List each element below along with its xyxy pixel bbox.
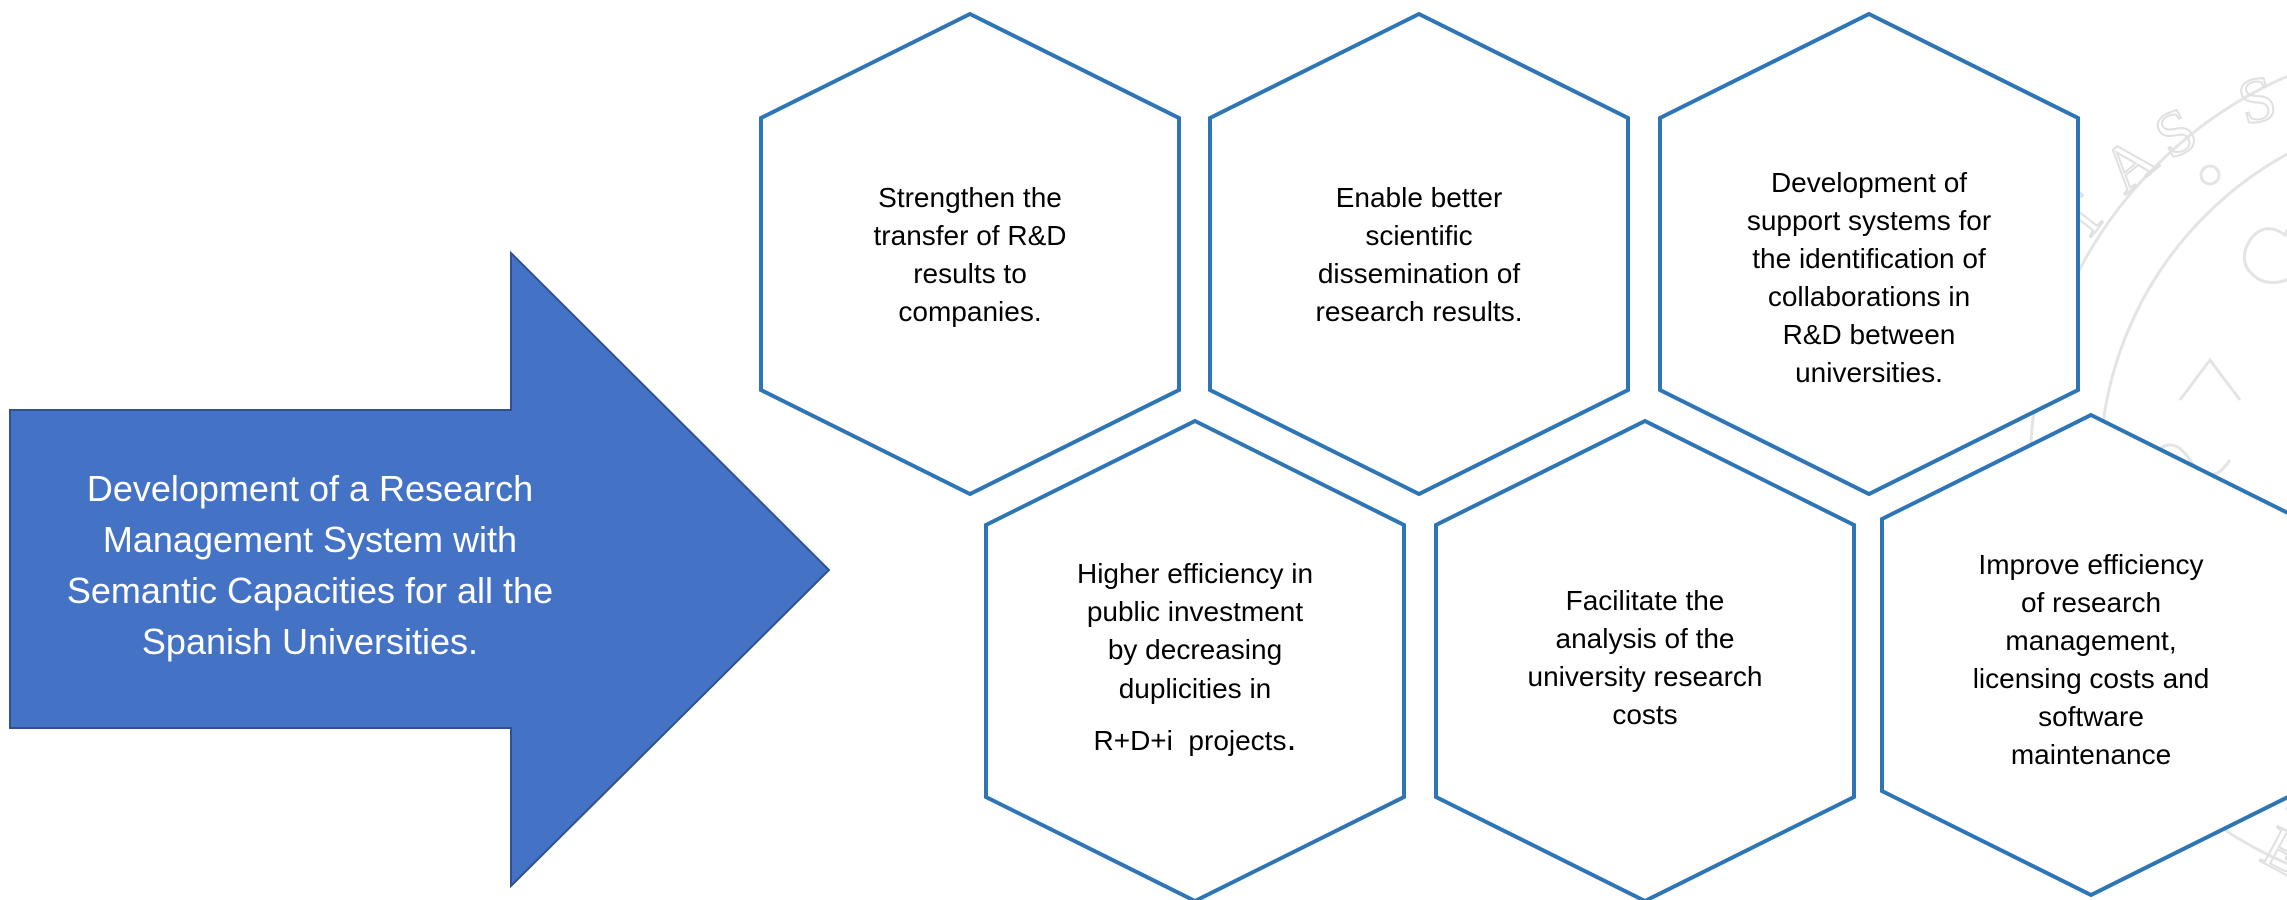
hexagon-text-line: Higher efficiency in [1076,558,1314,590]
hexagon-text-line: universities. [1795,357,1943,389]
hexagon-text-line: licensing costs and [1972,663,2210,694]
hexagon-6 [1880,412,2287,898]
arrow-label: Development of a Research Management Sys… [20,455,600,675]
hexagon-3 [1658,11,2080,497]
hexagon-text-line: support systems for [1746,204,1992,236]
hexagon-text-line: Facilitate the [1565,584,1725,616]
arrow-label-line: Spanish Universities. [141,621,479,663]
seal-trefoil [2242,227,2287,284]
hexagon-text-line: university research [1527,661,1763,692]
hexagon-text-line: Improve efficiency [1978,548,2204,580]
hexagon-4 [984,418,1406,900]
hexagon-text-line: Development of [1770,166,1968,198]
hexagon-text-line: Enable better [1335,181,1503,213]
hexagon-6-text: Improve efficiency of research managemen… [1916,540,2266,780]
hexagon-2 [1208,11,1630,497]
hexagon-text-line: Strengthen the [878,181,1062,213]
hexagon-5 [1434,418,1856,900]
hexagon-text-line: collaborations in [1767,281,1971,312]
hexagon-3-text: Development of support systems for the i… [1694,158,2044,398]
hexagon-text-line: costs [1612,699,1678,731]
hexagon-text-line: research results. [1315,296,1523,328]
arrow-label-line: Management System with [102,518,518,560]
hexagon-text-line: analysis of the [1555,622,1735,654]
big-arrow [9,250,831,889]
hexagon-text-line: by decreasing [1107,634,1283,666]
hexagon-1 [759,11,1181,497]
seal-letter: E [2252,813,2287,888]
hexagon-text-line: of research [2020,586,2162,618]
seal-dot [2199,164,2221,186]
hexagon-text-line: results to [913,258,1027,289]
seal-letter: S [2231,61,2283,139]
hexagon-text-line: dissemination of [1317,258,1521,289]
hexagon-text-line: R+D+i projects. [1093,719,1297,760]
hexagon-text-fragment: R+D+i projects [1093,724,1287,756]
hexagon-text-line: the identification of [1752,242,1986,274]
hexagon-text-line: R&D between [1782,319,1956,351]
hexagon-text-line: companies. [898,296,1042,328]
hexagon-5-text: Facilitate the analysis of the universit… [1470,568,1820,748]
hexagon-text-line: management, [2005,624,2177,656]
hexagon-text-period: . [1286,716,1297,758]
hexagon-4-text: Higher efficiency in public investment b… [1020,545,1370,770]
hexagon-text-line: software [2038,701,2144,733]
hexagon-text-line: duplicities in [1118,672,1272,704]
hexagon-text-line: public investment [1086,596,1304,628]
hexagon-text-line: scientific [1365,219,1473,251]
arrow-label-line: Development of a Research [86,467,534,509]
hexagon-text-line: maintenance [2010,739,2172,771]
hexagon-1-text: Strengthen the transfer of R&D results t… [800,165,1140,345]
hexagon-2-text: Enable better scientific dissemination o… [1249,165,1589,345]
arrow-label-line: Semantic Capacities for all the [66,570,554,611]
hexagon-text-line: transfer of R&D [873,219,1067,251]
